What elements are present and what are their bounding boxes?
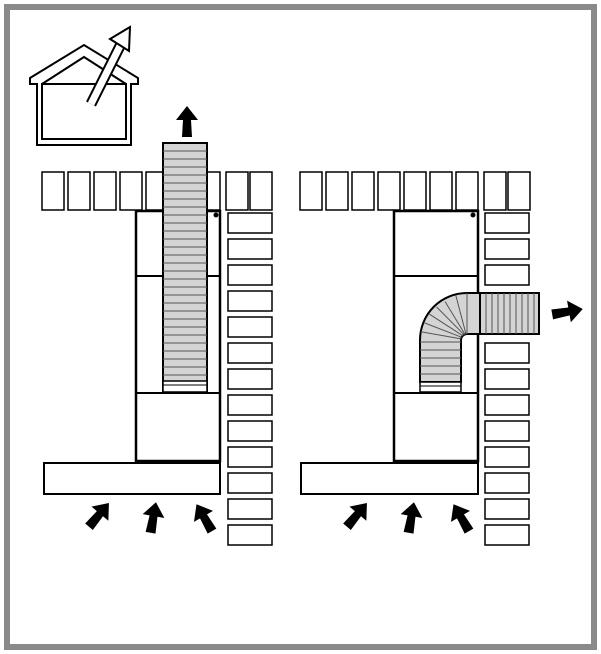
intake-arrow-icon: [397, 500, 425, 535]
intake-arrow-icon: [443, 498, 479, 537]
brick-row-ceiling-right: [299, 171, 531, 211]
house-vent-outside-icon: [29, 25, 139, 146]
exhaust-arrow-right-icon: [550, 298, 585, 326]
diagram-vertical-duct: [41, 106, 273, 546]
hood-canopy-left: [43, 462, 221, 495]
intake-arrow-icon: [80, 495, 118, 534]
wall-duct-outlet: [479, 292, 540, 335]
intake-arrow-icon: [139, 500, 167, 535]
diagram-elbow-duct: [299, 171, 585, 546]
exhaust-arrow-up-icon: [176, 106, 198, 137]
elbow-duct: [419, 292, 481, 393]
chimney-housing-right: [392, 209, 480, 463]
outer-frame: [4, 4, 597, 650]
intake-arrow-icon: [186, 498, 222, 537]
brick-column-wall-right: [484, 212, 530, 546]
intake-arrow-icon: [338, 495, 376, 534]
vertical-duct: [162, 142, 208, 393]
hood-canopy-right: [300, 462, 479, 495]
brick-row-ceiling-left: [41, 171, 273, 211]
brick-column-wall-left: [227, 212, 273, 546]
